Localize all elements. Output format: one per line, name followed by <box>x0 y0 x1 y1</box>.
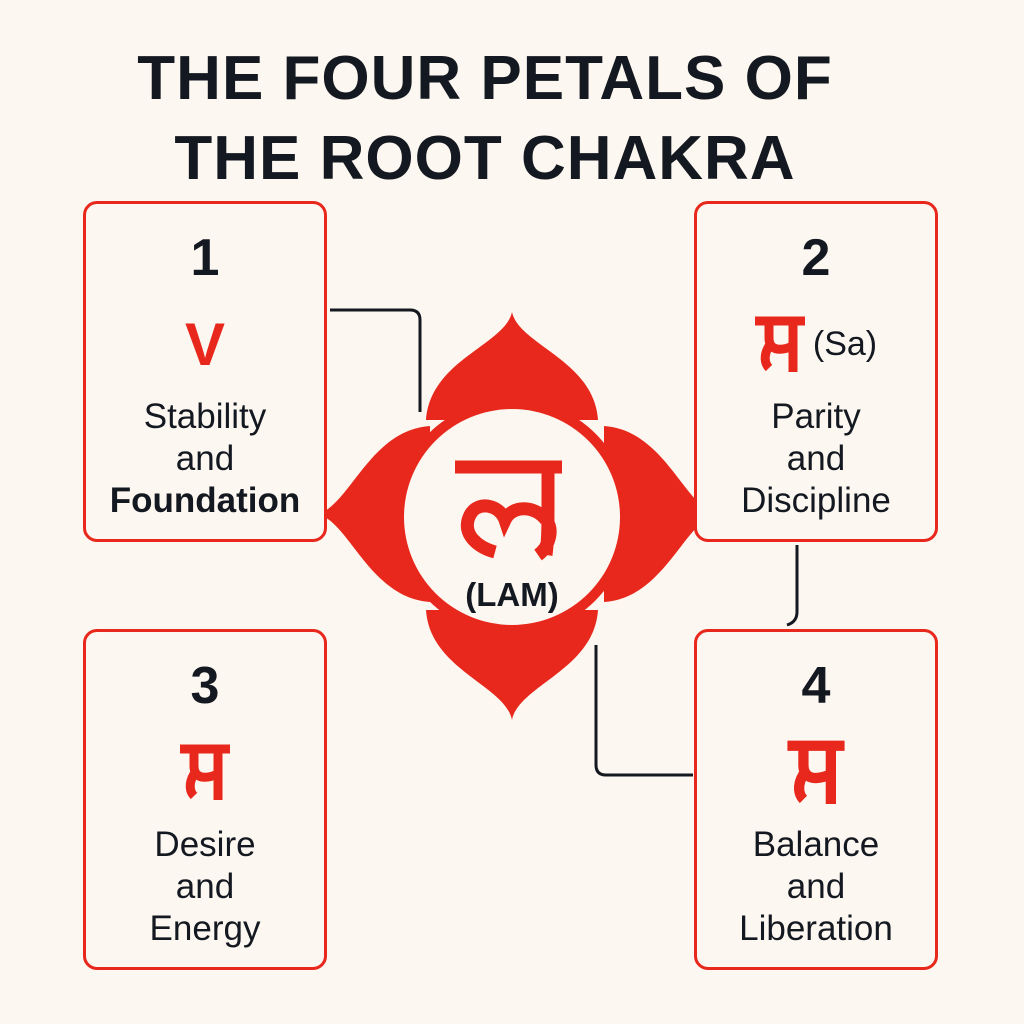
petal-card-1: 1 V Stability and Foundation <box>83 201 327 542</box>
card-glyph-sa: स <box>787 740 845 804</box>
card-label-line: Parity <box>771 397 861 436</box>
card-transliteration: (Sa) <box>812 324 878 363</box>
card-label-line: Balance <box>752 825 880 864</box>
card-label-line: Desire <box>154 825 256 864</box>
card-label-line: Foundation <box>109 481 301 520</box>
connector-2 <box>786 545 799 627</box>
card-number: 3 <box>190 657 220 715</box>
center-transliteration: (LAM) <box>465 576 559 613</box>
card-label-line: Liberation <box>739 909 893 948</box>
card-glyph-sa: स <box>180 744 230 800</box>
card-label-line: Stability <box>143 397 267 436</box>
card-label-line: and <box>175 439 235 478</box>
center-glyph-la: ल <box>455 460 562 561</box>
card-label-line: and <box>786 439 846 478</box>
card-label-line: and <box>786 867 846 906</box>
card-number: 2 <box>801 229 831 287</box>
card-label-line: and <box>175 867 235 906</box>
petal-card-3: 3 स Desire and Energy <box>83 629 327 970</box>
petal-card-4: 4 स Balance and Liberation <box>694 629 938 970</box>
card-glyph: V <box>184 310 226 378</box>
title-line-2: THE ROOT CHAKRA <box>174 124 796 193</box>
connector-1 <box>330 308 422 412</box>
card-label-line: Discipline <box>741 481 891 520</box>
petal-card-2: 2 स (Sa) Parity and Discipline <box>694 201 938 542</box>
connector-4 <box>594 645 693 777</box>
card-number: 1 <box>190 229 220 287</box>
card-glyph-sa: स <box>754 316 805 372</box>
title-line-1: THE FOUR PETALS OF <box>137 44 833 113</box>
card-number: 4 <box>801 657 831 715</box>
card-label-line: Energy <box>149 909 261 948</box>
